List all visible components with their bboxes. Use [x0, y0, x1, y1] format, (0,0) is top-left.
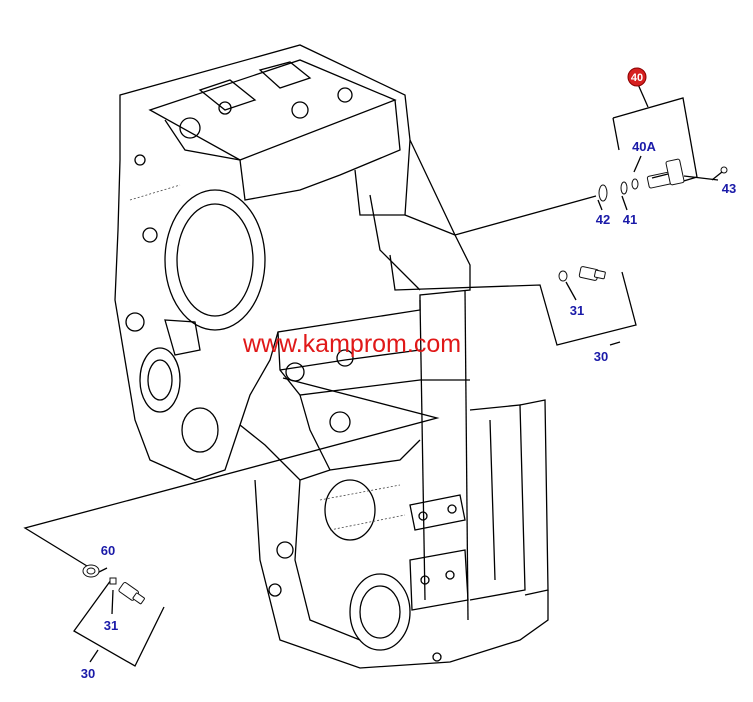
- group-40-leader: [454, 195, 597, 236]
- transmission-housing: [114, 44, 549, 669]
- plug-30-bottom: [118, 582, 145, 605]
- seal-ring-42: [598, 184, 608, 202]
- callout-30-bottom[interactable]: 30: [81, 666, 95, 681]
- o-ring-40a: [631, 178, 639, 190]
- plug-30-top: [578, 266, 606, 281]
- group-30-bottom-frame: [73, 579, 165, 667]
- group-30-bottom-leader: [23, 377, 440, 567]
- group-40-frame: [612, 97, 698, 184]
- callout-41[interactable]: 41: [623, 212, 637, 227]
- callout-43[interactable]: 43: [722, 181, 736, 196]
- small-parts: [82, 158, 728, 605]
- badge-40-label: 40: [631, 72, 643, 84]
- screw-43-part: [711, 166, 728, 181]
- callout-40a[interactable]: 40A: [632, 139, 656, 154]
- watermark-text: www.kamprom.com: [242, 330, 461, 358]
- leader-lines: [23, 81, 719, 667]
- sensor-40-part: [646, 158, 685, 189]
- group-30-top-frame: [389, 254, 637, 346]
- callout-60[interactable]: 60: [101, 543, 115, 558]
- o-ring-41: [620, 181, 628, 195]
- callout-labels: 40A 42 41 43 31 30 60 31 30: [81, 139, 736, 681]
- callout-42[interactable]: 42: [596, 212, 610, 227]
- seal-31-top: [558, 270, 568, 282]
- item-40-badge[interactable]: 40: [627, 67, 647, 87]
- callout-30-top[interactable]: 30: [594, 349, 608, 364]
- callout-31-top[interactable]: 31: [570, 303, 584, 318]
- callout-31-bottom[interactable]: 31: [104, 618, 118, 633]
- badge-40-circle: [627, 67, 647, 87]
- seal-31-bottom: [109, 577, 117, 585]
